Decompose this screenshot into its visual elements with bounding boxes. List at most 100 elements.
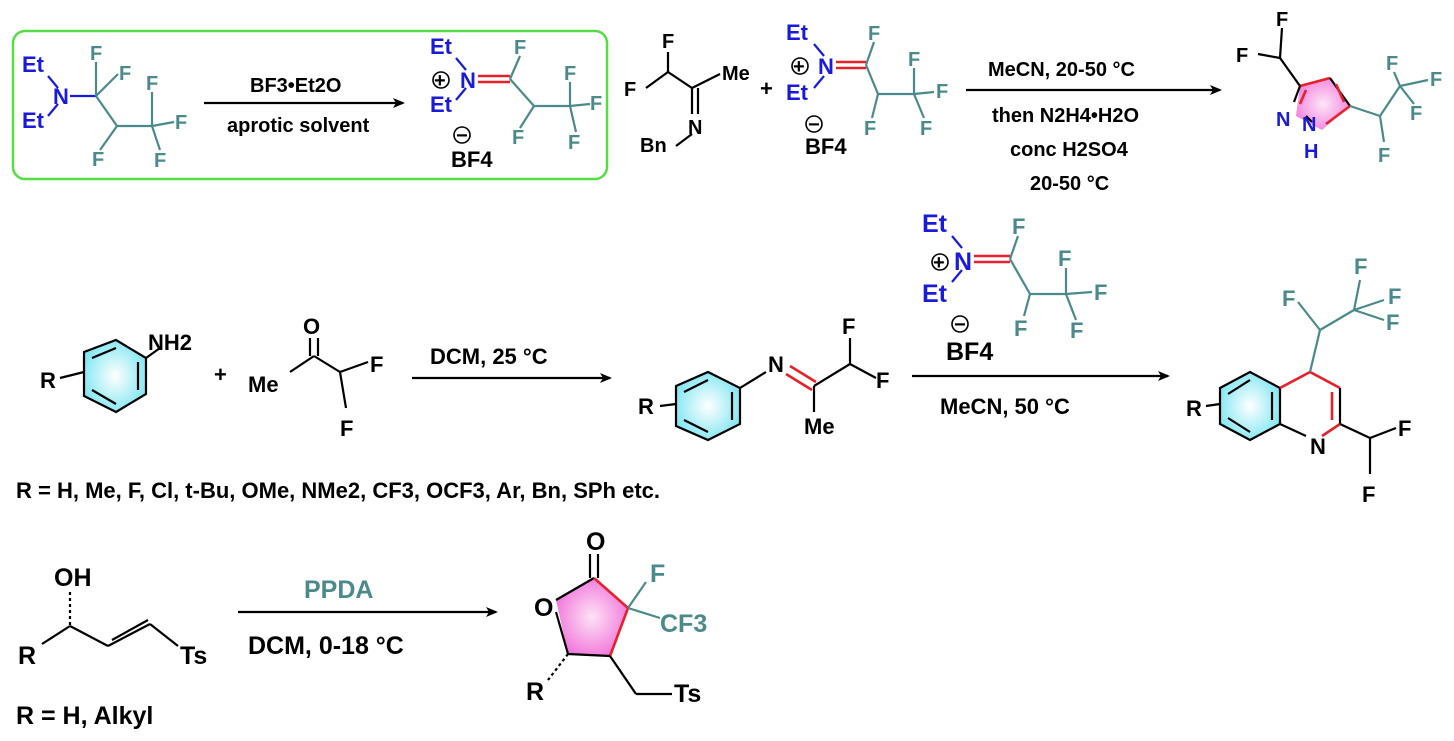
nitrogen-label: N [1310, 434, 1326, 459]
n-aryl-imine-intermediate: N Me F F R [638, 314, 889, 442]
quinoline-product: N R F F F F F F [1186, 254, 1411, 507]
ethyl-label: Et [22, 52, 45, 77]
fluorine-label: F [1386, 310, 1399, 335]
fluorine-label: F [514, 37, 526, 59]
fluorine-label: F [1070, 318, 1083, 343]
fluorine-label: F [1430, 69, 1442, 91]
fluorine-label: F [864, 118, 876, 140]
fluorine-label: F [876, 368, 889, 393]
positive-charge: + [933, 252, 945, 274]
tetrafluoroborate-label: BF4 [451, 147, 493, 172]
negative-charge: − [456, 125, 468, 147]
amine-label: NH2 [148, 330, 192, 355]
imine-reactant: F F Me N Bn [624, 31, 750, 157]
carbonyl-oxygen-label: O [586, 528, 605, 556]
trifluoromethyl-label: CF3 [660, 610, 707, 638]
r-group-label: R [40, 368, 56, 393]
fluorine-label: F [1012, 214, 1025, 239]
nitrogen-label: N [1302, 114, 1316, 136]
fluorine-label: F [590, 93, 602, 115]
positive-charge: + [434, 70, 446, 92]
plus-sign: + [760, 76, 773, 101]
r-group-label: R [526, 678, 544, 706]
ethyl-label: Et [922, 210, 948, 238]
positive-charge-icon [931, 253, 949, 271]
allylic-alcohol-reactant: OH R Ts [18, 564, 207, 670]
fluorine-label: F [119, 63, 131, 85]
r-group-scope: R = H, Me, F, Cl, t-Bu, OMe, NMe2, CF3, … [16, 478, 660, 503]
fluorine-label: F [340, 416, 353, 441]
fluorine-label: F [1236, 45, 1248, 67]
ethyl-label: Et [922, 280, 948, 308]
fluorine-label: F [1014, 316, 1027, 341]
ethyl-label: Et [430, 92, 453, 117]
difluoroacetone-reactant: O Me F F [248, 314, 383, 441]
methyl-label: Me [722, 63, 750, 85]
nitrogen-label: N [768, 352, 784, 377]
fluorine-label: F [564, 63, 576, 85]
fluorine-label: F [154, 150, 166, 172]
fluorine-label: F [1410, 103, 1422, 125]
oxygen-label: O [303, 314, 320, 339]
nitrogen-label: N [1276, 109, 1290, 131]
aniline-reactant: NH2 R [40, 330, 192, 414]
fluorine-label: F [1398, 416, 1411, 441]
solvent-label: aprotic solvent [227, 115, 370, 137]
nitrogen-label: N [688, 117, 702, 139]
negative-charge-icon [453, 126, 471, 144]
fluorine-label: F [1094, 280, 1107, 305]
r-group-label: R [638, 394, 654, 419]
tetrafluoroborate-label: BF4 [946, 338, 993, 366]
negative-charge-icon [951, 315, 969, 333]
fluorine-label: F [146, 73, 158, 95]
fluorine-label: F [1058, 246, 1071, 271]
condition-line: MeCN, 50 °C [940, 394, 1070, 419]
positive-charge-icon [432, 71, 450, 89]
condition-line: MeCN, 20-50 °C [988, 59, 1135, 81]
ethyl-label: Et [786, 20, 809, 45]
fluorine-label: F [568, 132, 580, 154]
iminium-salt-reagent: + Et N Et F F F F F − BF4 [786, 20, 948, 159]
ring-oxygen-label: O [534, 594, 553, 622]
fluorine-label: F [1282, 286, 1295, 311]
r-group-scope: R = H, Alkyl [16, 702, 153, 730]
condition-line: 20-50 °C [1030, 173, 1109, 195]
lactone-product: O O F CF3 R Ts [526, 528, 707, 708]
condition-line: DCM, 0-18 °C [248, 632, 404, 660]
fluorine-label: F [1378, 145, 1390, 167]
negative-charge: − [808, 114, 820, 136]
condition-line: then N2H4•H2O [992, 105, 1139, 127]
fluorine-label: F [370, 352, 383, 377]
nitrogen-label: N [954, 248, 972, 276]
negative-charge: − [954, 314, 966, 336]
fluorine-label: F [175, 112, 187, 134]
plus-sign: + [214, 362, 227, 387]
fluorine-label: F [1362, 482, 1375, 507]
fluorine-label: F [90, 43, 102, 65]
fluorine-label: F [1386, 53, 1398, 75]
condition-line: DCM, 25 °C [430, 344, 548, 369]
ethyl-label: Et [22, 108, 45, 133]
positive-charge-icon [791, 57, 809, 75]
reagent-label: PPDA [304, 576, 373, 604]
nitrogen-label: N [53, 84, 69, 109]
fluorine-label: F [920, 118, 932, 140]
fluorine-label: F [842, 314, 855, 339]
fluorine-label: F [92, 149, 104, 171]
fluorine-label: F [1276, 9, 1288, 31]
methyl-label: Me [804, 414, 835, 439]
fluorine-label: F [936, 81, 948, 103]
fluorine-label: F [868, 23, 880, 45]
reagent-fluoroamine: Et N Et F F F F F F [22, 43, 187, 172]
highlight-box [11, 29, 609, 181]
hydrogen-label: H [1304, 141, 1318, 163]
methyl-label: Me [248, 372, 279, 397]
hydroxyl-label: OH [54, 564, 92, 592]
negative-charge-icon [805, 115, 823, 133]
ethyl-label: Et [786, 80, 809, 105]
condition-line: conc H2SO4 [1010, 139, 1129, 161]
tosyl-label: Ts [674, 680, 701, 708]
tosyl-label: Ts [180, 642, 207, 670]
